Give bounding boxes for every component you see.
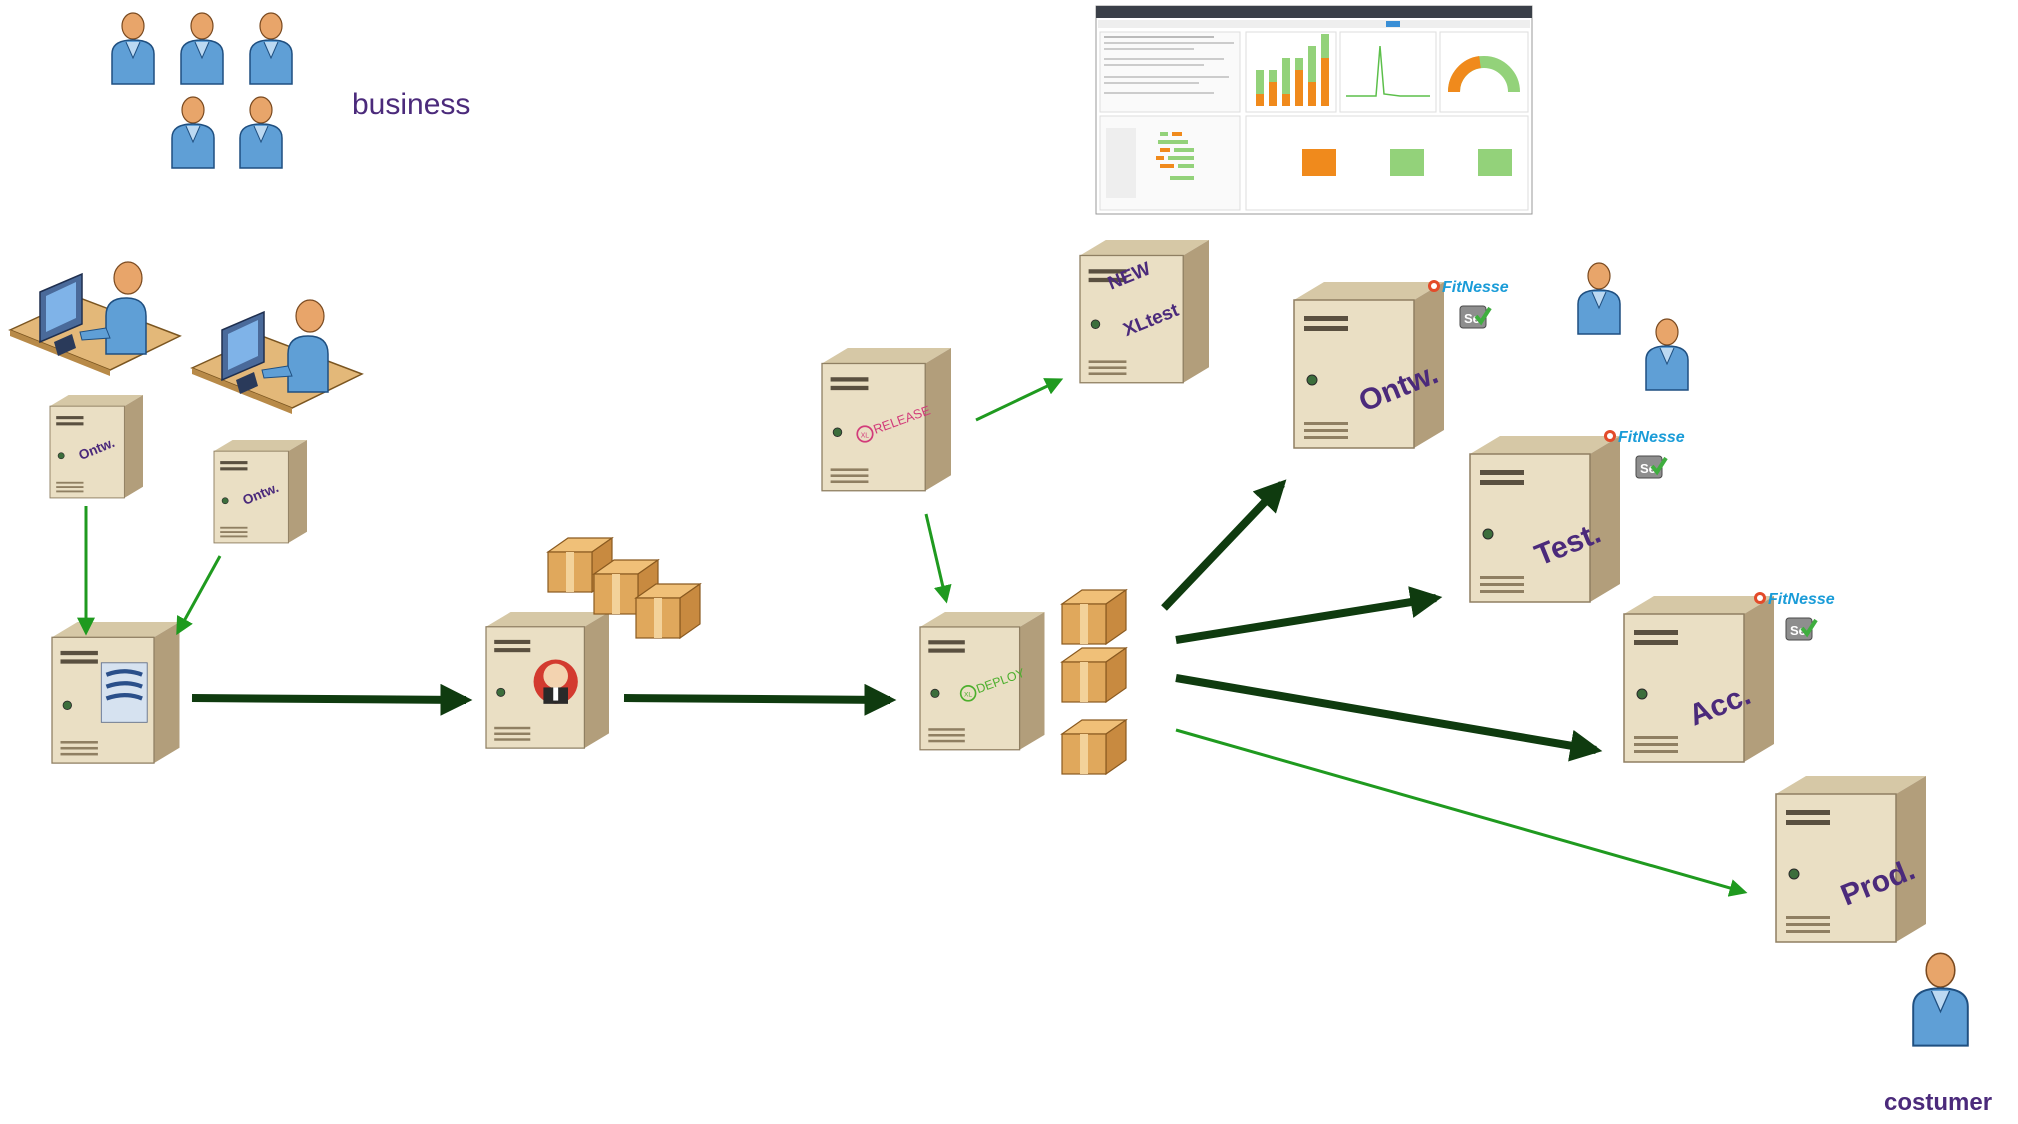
dashboard-bar xyxy=(1269,82,1277,106)
tester-person-icon xyxy=(1645,318,1689,391)
version-control-server xyxy=(51,621,181,764)
business-person-icon xyxy=(239,96,283,169)
dashboard-bar xyxy=(1321,58,1329,106)
business-person-icon xyxy=(171,96,215,169)
env-prod-server: Prod. xyxy=(1775,775,1927,943)
dashboard-line-chart xyxy=(1339,31,1437,113)
fitnesse-label: FitNesse xyxy=(1768,591,1835,608)
flow-arrows xyxy=(77,378,1748,897)
env-test-tools: FitNesse xyxy=(1604,429,1685,480)
dashboard-bar-chart xyxy=(1245,31,1337,113)
costumer-person-icon xyxy=(1912,952,1969,1047)
env-acc-server: Acc. xyxy=(1623,595,1775,763)
business-group: business xyxy=(111,12,470,169)
selenium-badge-icon xyxy=(1784,616,1818,642)
dashboard-bar xyxy=(1282,94,1290,106)
package-box-icon xyxy=(1061,647,1127,703)
xl-release-badge: XL xyxy=(861,432,870,439)
dashboard-bar xyxy=(1282,58,1290,94)
env-dev-tools: FitNesse xyxy=(1428,279,1509,330)
deploy-package-stack xyxy=(1061,589,1127,775)
dev-server-2: Ontw. xyxy=(213,439,308,544)
dev-server-1: Ontw. xyxy=(49,394,144,499)
env-acc-tools: FitNesse xyxy=(1754,591,1835,642)
arrow-deploy-to-acc xyxy=(1175,674,1603,762)
env-test-server: Test. xyxy=(1469,435,1621,603)
dashboard-bottom-bar xyxy=(1302,149,1336,176)
jenkins-server xyxy=(485,611,610,749)
business-person-icon xyxy=(249,12,293,85)
business-person-icon xyxy=(111,12,155,85)
arrow-deploy-to-dev xyxy=(1161,479,1287,611)
xl-release-server: XL RELEASE xyxy=(821,347,952,492)
xl-deploy-server: XL DEPLOY xyxy=(919,611,1046,751)
xl-test-server: NEW XLtest xyxy=(1079,239,1210,384)
dashboard-topbar xyxy=(1096,6,1532,18)
arrow-jenkins-to-deploy xyxy=(623,683,897,716)
dashboard-text-panel xyxy=(1099,31,1241,113)
dashboard-bar xyxy=(1256,70,1264,94)
dashboard-bottom-bar xyxy=(1478,149,1512,176)
jenkins-butler-icon xyxy=(533,659,578,704)
selenium-badge-icon xyxy=(1458,304,1492,330)
arrow-vcs-to-jenkins xyxy=(191,683,473,716)
dashboard-bar xyxy=(1321,34,1329,58)
fitnesse-logo-icon xyxy=(1604,430,1616,442)
fitnesse-logo-icon xyxy=(1428,280,1440,292)
subversion-logo-icon xyxy=(100,662,148,723)
dashboard-bar xyxy=(1269,70,1277,82)
business-label: business xyxy=(352,88,470,121)
fitnesse-label: FitNesse xyxy=(1442,279,1509,296)
xl-deploy-badge: XL xyxy=(964,692,972,699)
dashboard-bar xyxy=(1295,58,1303,70)
dashboard-bottom-chart xyxy=(1245,115,1529,211)
dashboard-bar xyxy=(1256,94,1264,106)
selenium-badge-icon xyxy=(1634,454,1668,480)
package-box-icon xyxy=(635,583,701,639)
dashboard-bottom-bar xyxy=(1390,149,1424,176)
fitnesse-label: FitNesse xyxy=(1618,429,1685,446)
dashboard-thumbnail xyxy=(1095,5,1533,215)
env-dev-server: Ontw. xyxy=(1293,281,1445,449)
dashboard-gauge xyxy=(1439,31,1529,113)
arrow-release-to-xltest xyxy=(975,378,1064,422)
arrow-dev2-to-vcs xyxy=(176,555,222,636)
costumer-label: costumer xyxy=(1884,1089,1992,1116)
business-person-icon xyxy=(180,12,224,85)
dashboard-bar xyxy=(1308,82,1316,106)
fitnesse-logo-icon xyxy=(1754,592,1766,604)
costumer-group: costumer xyxy=(1884,952,1992,1116)
dashboard-bar xyxy=(1295,70,1303,106)
developer-workstation-icon xyxy=(191,299,363,415)
package-box-icon xyxy=(1061,589,1127,645)
developer-workstation-icon xyxy=(9,261,181,377)
arrow-deploy-to-test xyxy=(1175,586,1443,644)
arrow-deploy-to-prod xyxy=(1175,728,1748,897)
arrow-release-to-deploy xyxy=(924,513,952,604)
package-box-icon xyxy=(1061,719,1127,775)
tester-person-icon xyxy=(1577,262,1621,335)
dashboard-heat-panel xyxy=(1099,115,1241,211)
dashboard-bar xyxy=(1308,46,1316,82)
